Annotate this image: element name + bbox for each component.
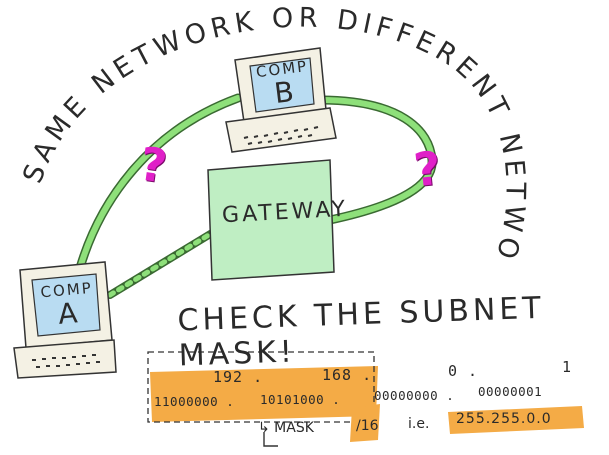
comp-b-computer <box>225 47 337 153</box>
binary-3: 00000000 . <box>374 388 455 403</box>
link-a-gateway <box>107 230 215 298</box>
mask-dotted-highlight <box>448 406 584 434</box>
link-a-b <box>77 95 241 271</box>
network-portion-box <box>147 351 375 423</box>
octet-2: 168 . <box>322 366 373 384</box>
svg-text:SAME NETWORK OR DIFFERENT NETW: SAME NETWORK OR DIFFERENT NETWORK? <box>0 0 526 267</box>
comp-a-computer <box>13 261 117 379</box>
octet-4: 1 <box>562 358 573 376</box>
octet-1: 192 . <box>213 368 264 386</box>
binary-2: 10101000 . <box>260 392 341 407</box>
comp-b-label: COMP B <box>252 57 315 111</box>
gateway-box <box>207 159 335 281</box>
link-b-gateway <box>317 97 436 223</box>
mask-dotted: 255.255.0.0 <box>456 411 552 427</box>
mask-label: ↳ MASK <box>258 420 314 436</box>
binary-1: 11000000 . <box>154 394 235 409</box>
check-subnet-heading: CHECK THE SUBNET MASK! <box>176 290 546 374</box>
comp-a-label: COMP A <box>36 279 100 331</box>
comp-a-line2: A <box>56 295 81 331</box>
ie-label: i.e. <box>408 416 430 432</box>
diagram-title: SAME NETWORK OR DIFFERENT NETWORK? <box>0 0 526 267</box>
question-mark-right: ? <box>411 140 444 198</box>
octet-3: 0 . <box>448 362 479 380</box>
mask-prefix-highlight <box>350 404 380 442</box>
mask-prefix: /16 <box>356 418 379 434</box>
binary-4: 00000001 <box>478 384 543 399</box>
network-portion-highlight <box>150 366 378 422</box>
